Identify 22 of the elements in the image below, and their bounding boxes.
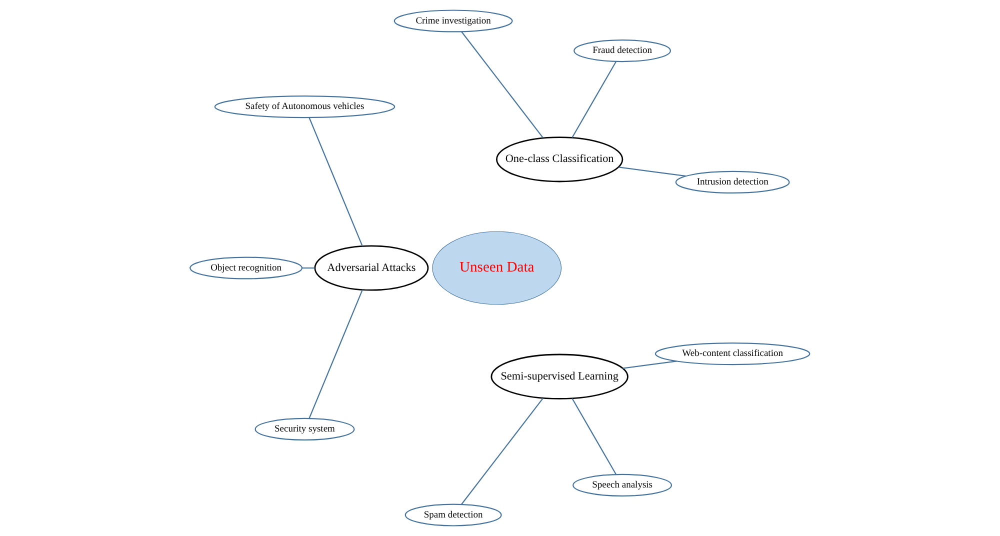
node-ellipse: Web-content classification bbox=[654, 342, 810, 366]
node-ellipse: Speech analysis bbox=[572, 474, 672, 497]
node-ellipse: Safety of Autonomous vehicles bbox=[214, 95, 396, 118]
connector bbox=[308, 290, 363, 419]
node-ellipse: Fraud detection bbox=[574, 39, 671, 62]
connector bbox=[302, 267, 315, 269]
connector bbox=[461, 31, 544, 138]
connector bbox=[618, 166, 686, 177]
connector bbox=[572, 398, 617, 475]
node-ellipse: Adversarial Attacks bbox=[314, 245, 429, 291]
node-ellipse: Intrusion detection bbox=[675, 170, 790, 194]
node-ellipse: Security system bbox=[254, 418, 355, 441]
connector bbox=[308, 117, 363, 246]
node-ellipse: Object recognition bbox=[190, 256, 303, 280]
node-ellipse: Unseen Data bbox=[432, 231, 562, 305]
node-ellipse: One-class Classification bbox=[496, 136, 624, 182]
node-ellipse: Semi-supervised Learning bbox=[490, 354, 628, 400]
connector bbox=[622, 360, 677, 369]
connector bbox=[572, 61, 617, 138]
node-ellipse: Spam detection bbox=[404, 504, 502, 526]
node-ellipse: Crime investigation bbox=[394, 10, 513, 32]
connector bbox=[461, 398, 544, 505]
